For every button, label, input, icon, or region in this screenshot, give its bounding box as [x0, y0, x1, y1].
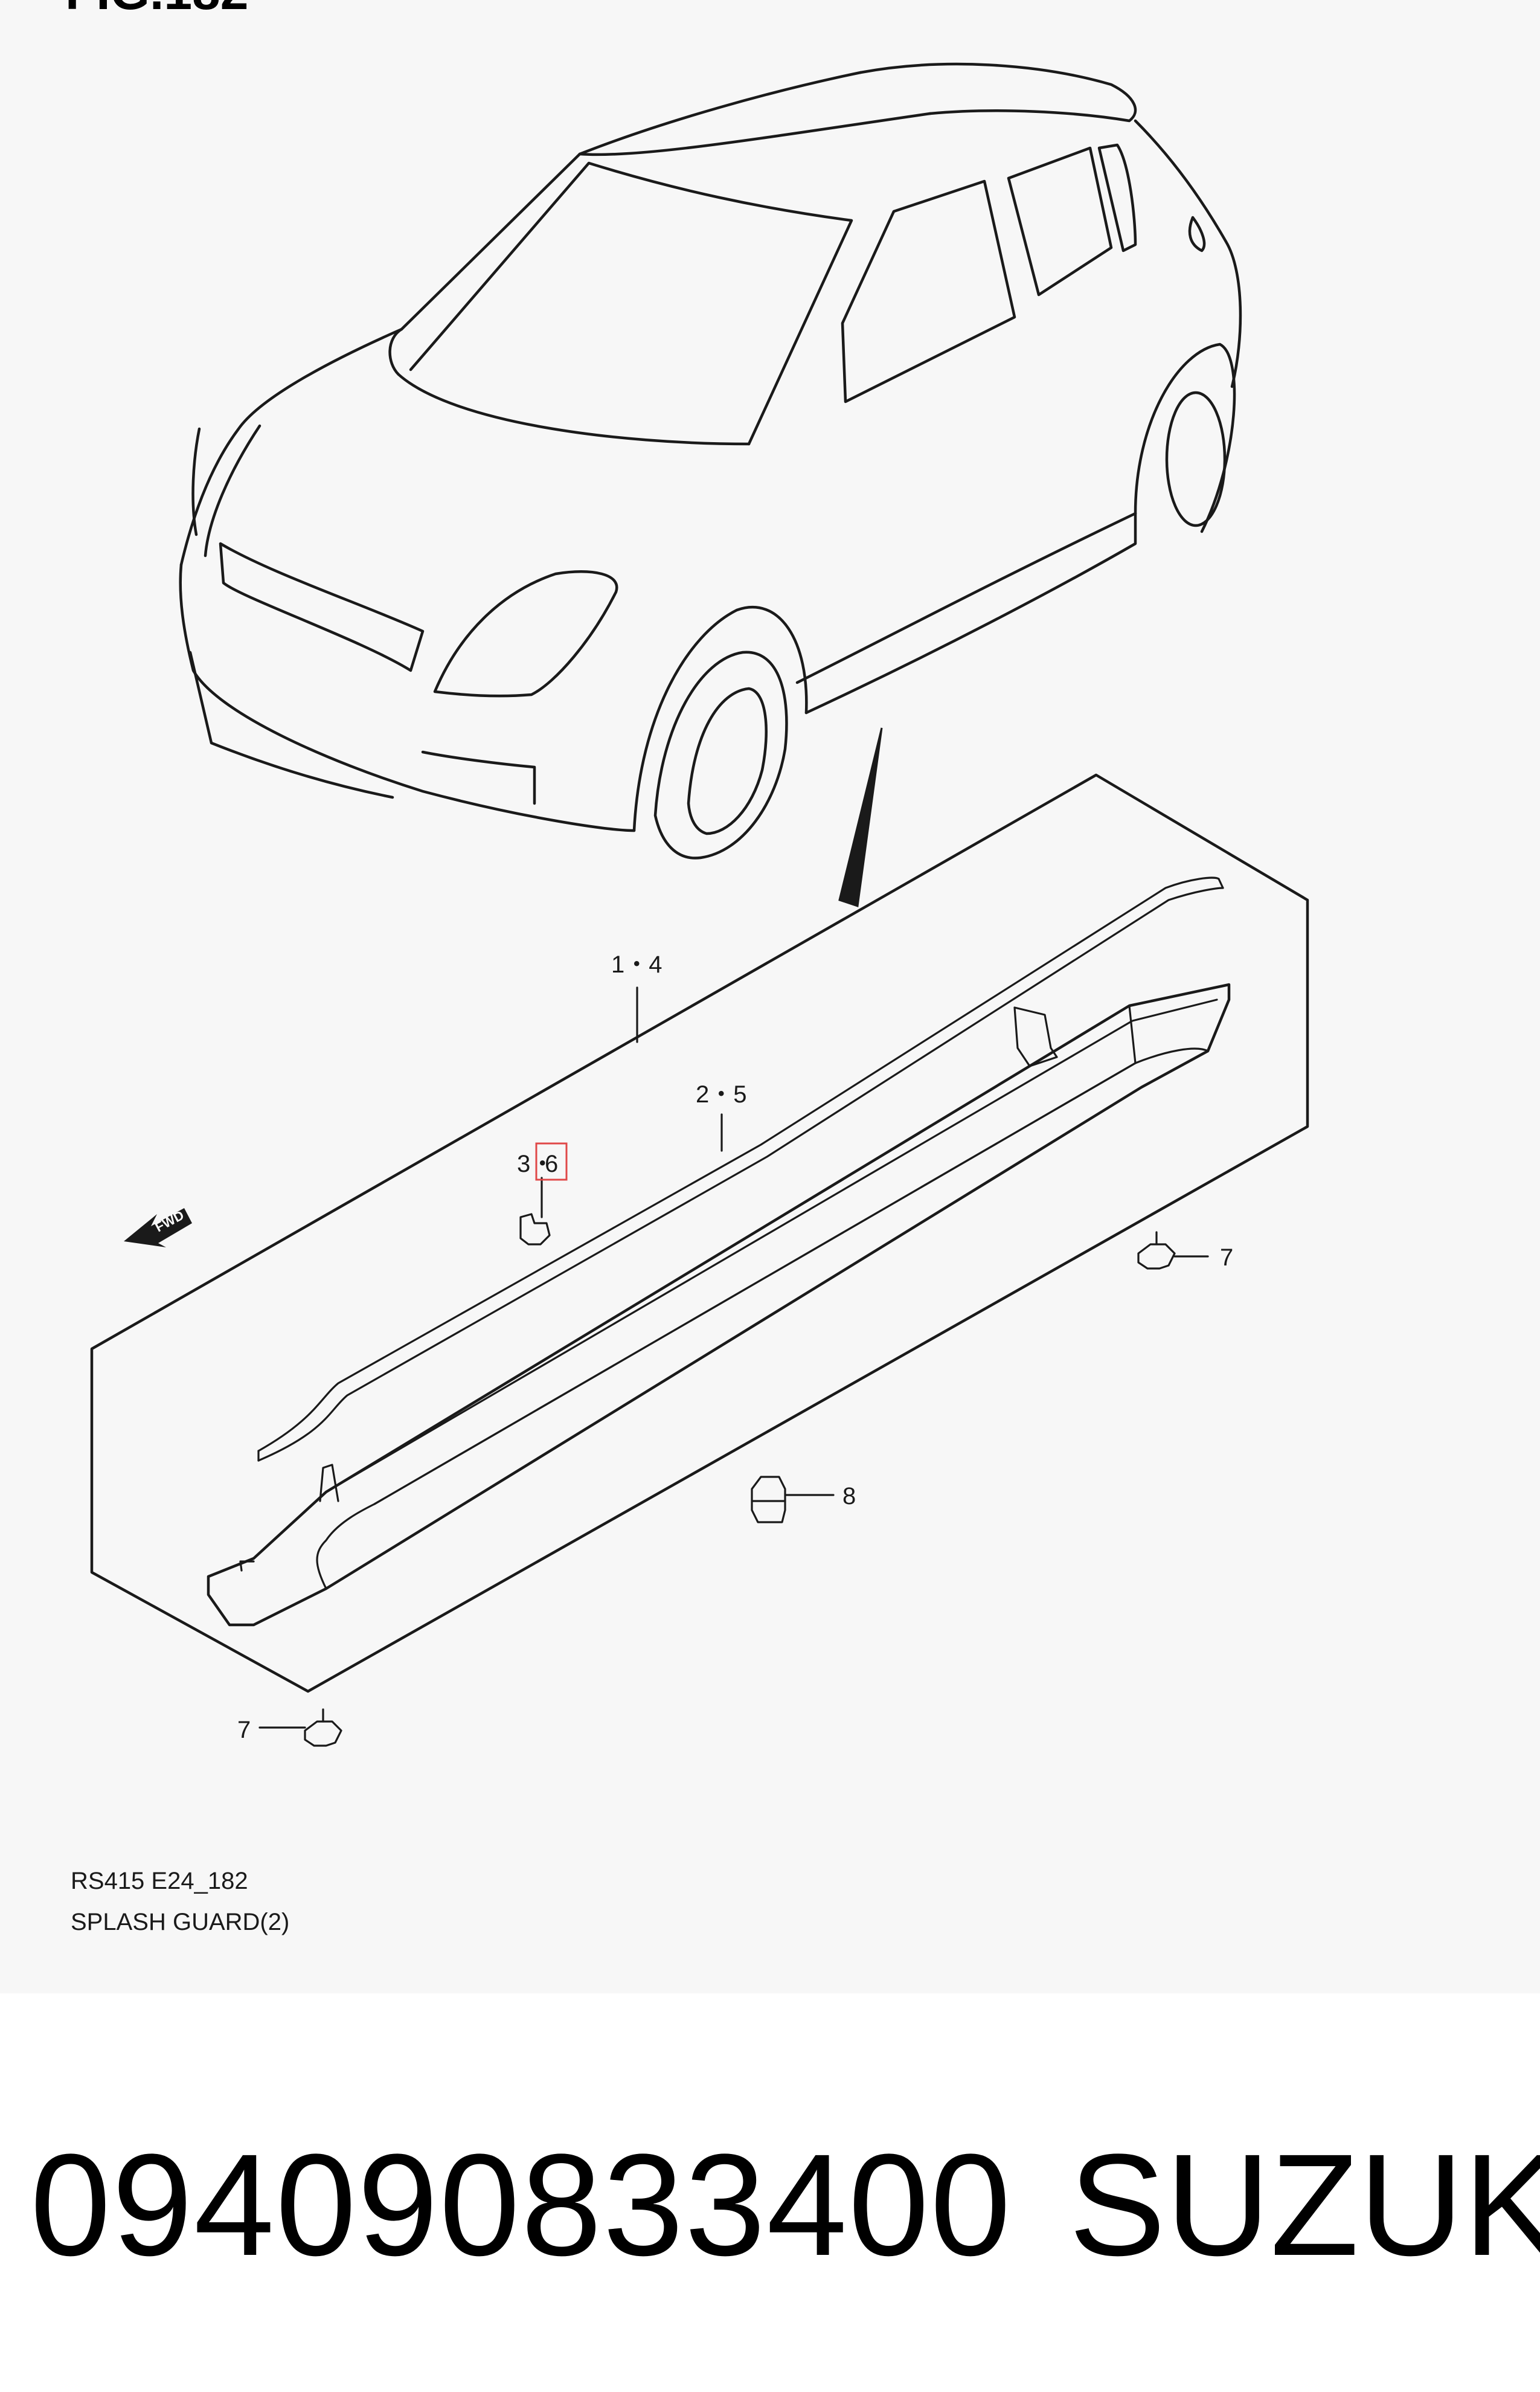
callout-6: 6 [545, 1151, 558, 1177]
caption-name: SPLASH GUARD(2) [71, 1909, 290, 1935]
callout-7-left: 7 [237, 1717, 251, 1743]
side-skirt [207, 983, 1231, 1627]
caption-code: RS415 E24_182 [71, 1868, 248, 1894]
fwd-arrow: FWD [124, 1207, 192, 1247]
nut-8 [751, 1476, 786, 1523]
part-number: 094090833400 [30, 2124, 1012, 2286]
callout-2-5: 2・5 [696, 1081, 747, 1108]
clip-7-right [1137, 1231, 1176, 1270]
parts-frame [90, 773, 1309, 1693]
callout-7-right: 7 [1220, 1244, 1233, 1271]
highlight-box-6 [535, 1142, 568, 1181]
figure-title: FIG.182 [65, 0, 248, 21]
figure-caption: RS415 E24_182 SPLASH GUARD(2) [71, 1860, 289, 1943]
car-illustration [179, 62, 1242, 860]
clip-7-left [304, 1708, 342, 1747]
callout-1-4: 1・4 [611, 951, 663, 978]
callout-3: 3・ [517, 1151, 554, 1177]
listing-footer: 094090833400 SUZUKI [0, 2114, 1540, 2295]
clip-3-6 [519, 1213, 551, 1246]
parts-diagram-sheet: FIG.182 [65, 0, 1309, 1943]
side-strip [257, 876, 1224, 1462]
leader-lines [258, 986, 1209, 1729]
brand-name: SUZUKI [1069, 2124, 1540, 2286]
callout-8: 8 [842, 1483, 856, 1509]
view-arrow [838, 727, 883, 907]
exploded-diagram: FWD 1・4 2・5 3・ 6 7 7 8 [90, 62, 1309, 1747]
